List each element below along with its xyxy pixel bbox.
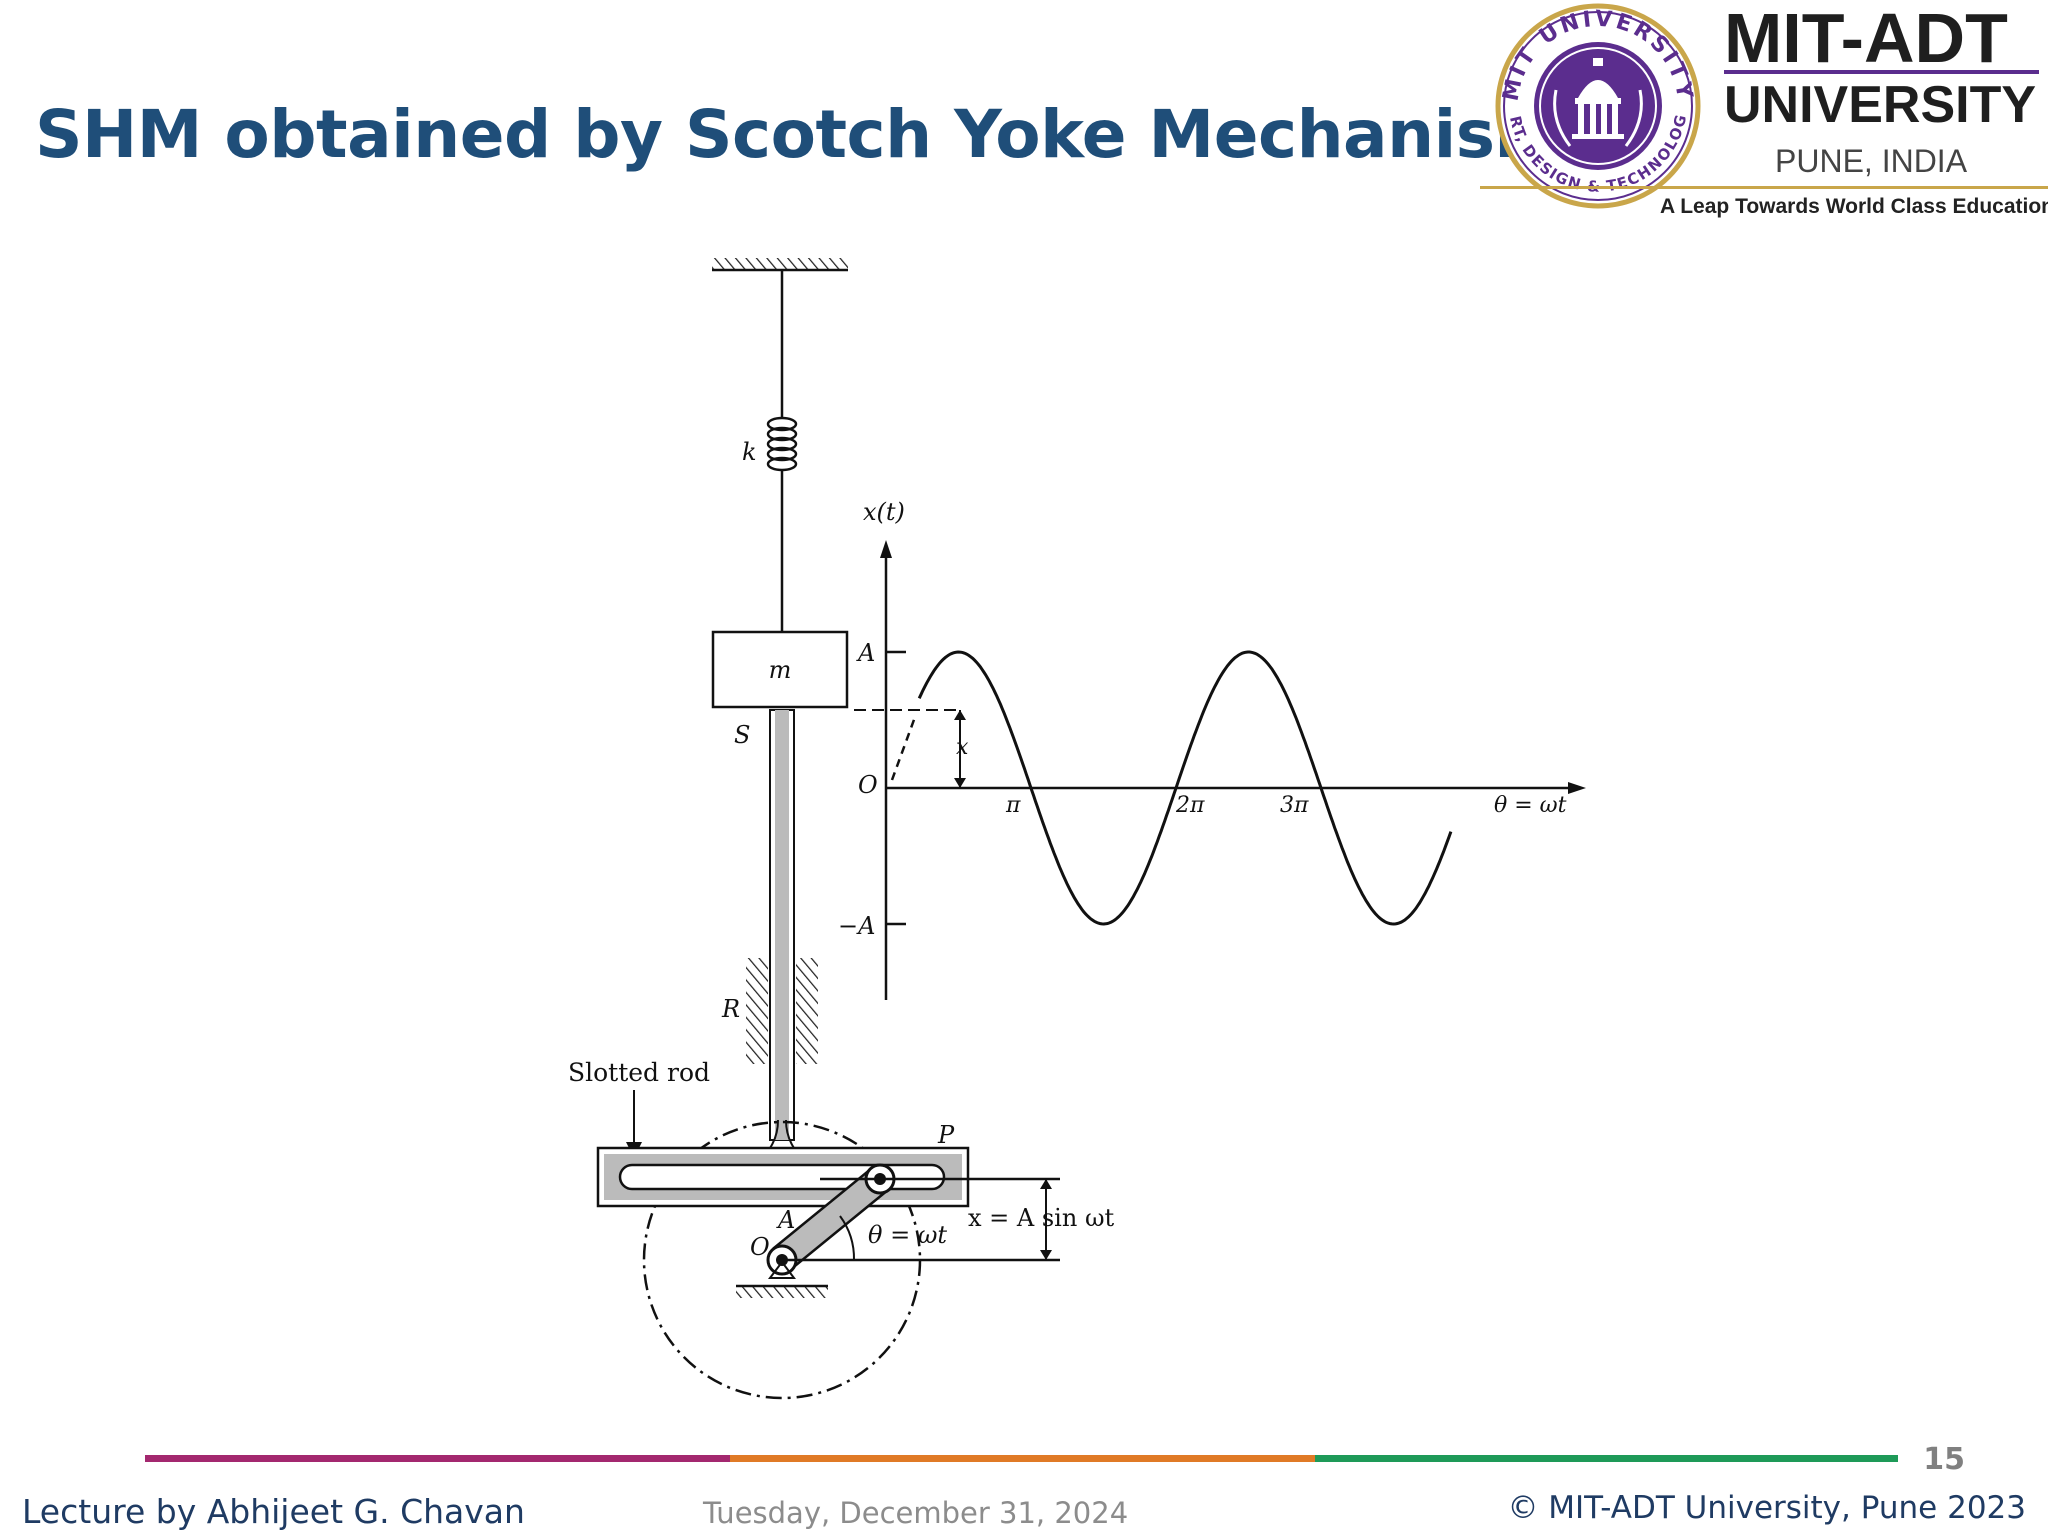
- copyright-notice: © MIT-ADT University, Pune 2023: [1507, 1490, 2026, 1526]
- sine-curve: [917, 650, 1453, 926]
- university-seal: MIT UNIVERSITY ART, DESIGN & TECHNOLOGY: [1480, 0, 1701, 209]
- slide-title: SHM obtained by Scotch Yoke Mechanism: [35, 96, 1563, 173]
- scotch-yoke-diagram: k m S R Slotted rod P A O θ = ωt: [568, 258, 1586, 1400]
- pin-label: P: [937, 1121, 955, 1149]
- crank-label: A: [776, 1206, 795, 1234]
- graph-amplitude-label: A: [856, 639, 875, 667]
- mass-label: m: [769, 656, 792, 684]
- graph-tick-3pi: 3π: [1280, 793, 1309, 818]
- slider-label: S: [734, 721, 750, 749]
- displacement-equation: x = A sin ωt: [968, 1204, 1115, 1232]
- spring-label: k: [742, 438, 757, 466]
- footer-bar-orange: [730, 1455, 1315, 1462]
- graph-origin-label: O: [858, 771, 878, 799]
- angle-arc: [839, 1215, 856, 1261]
- slide-number: 15: [1923, 1442, 1965, 1477]
- university-logo: MIT UNIVERSITY ART, DESIGN & TECHNOLOGY …: [1480, 0, 2048, 218]
- fixed-support: [712, 258, 848, 272]
- graph-y-axis-label: x(t): [863, 498, 905, 526]
- slider-rod: [769, 709, 795, 1141]
- displacement-graph: [854, 540, 1586, 1000]
- footer-bar-green: [1315, 1455, 1898, 1462]
- guide-left: [746, 958, 768, 1064]
- logo-tagline: A Leap Towards World Class Education: [1660, 195, 2048, 218]
- guide-right: [796, 958, 818, 1064]
- lecturer-name: Lecture by Abhijeet G. Chavan: [22, 1492, 525, 1531]
- graph-tick-2pi: 2π: [1175, 793, 1205, 818]
- spring: [766, 270, 798, 632]
- logo-location: PUNE, INDIA: [1775, 143, 1968, 179]
- guide-label: R: [721, 995, 740, 1023]
- slide-date: Tuesday, December 31, 2024: [703, 1496, 1129, 1530]
- slotted-yoke: [596, 1119, 970, 1208]
- graph-tick-pi: π: [1005, 793, 1021, 818]
- graph-x-axis-label: θ = ωt: [1494, 793, 1567, 818]
- mass-block: [711, 630, 849, 709]
- footer-bar-magenta: [145, 1455, 730, 1462]
- graph-x-marker-label: x: [956, 735, 969, 760]
- angle-label: θ = ωt: [868, 1221, 947, 1249]
- logo-name: MIT-ADT: [1724, 0, 2008, 77]
- logo-university: UNIVERSITY: [1724, 76, 2036, 134]
- graph-negative-amplitude-label: −A: [838, 912, 875, 940]
- slotted-rod-label: Slotted rod: [568, 1058, 710, 1087]
- pivot-label: O: [750, 1233, 770, 1261]
